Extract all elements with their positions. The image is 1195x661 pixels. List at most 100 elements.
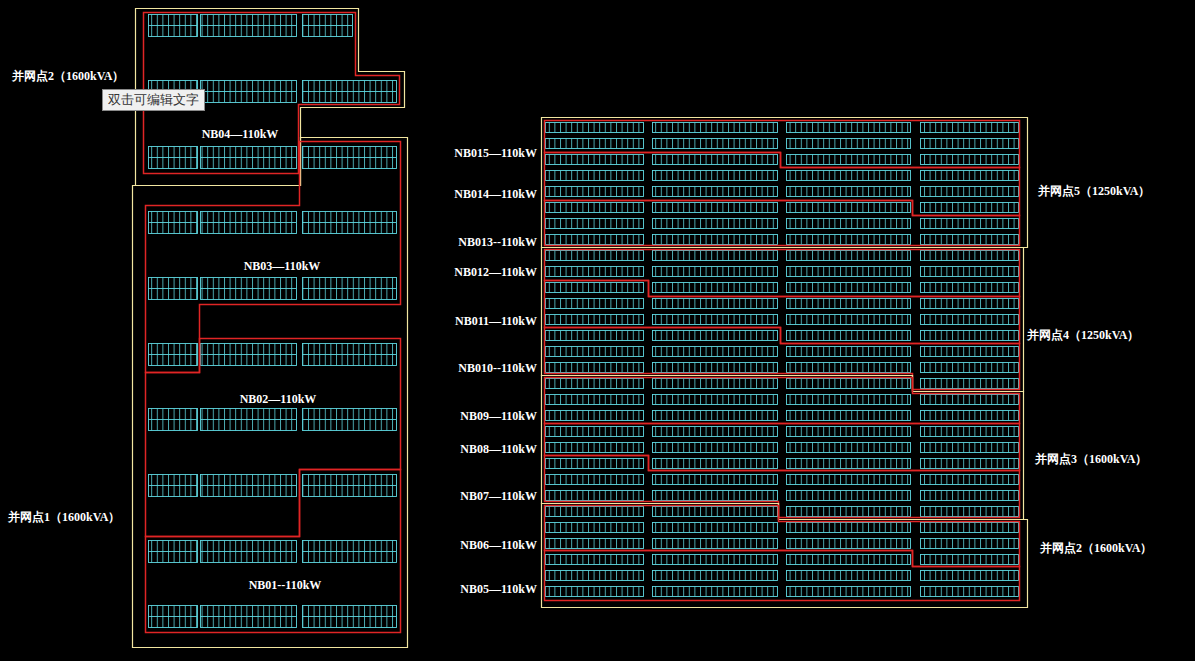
pv-module-row [201, 147, 297, 169]
inverter-label: NB04—110kW [202, 127, 279, 141]
zone-outline [541, 247, 1023, 391]
grid-point-label: 并网点2（1600kVA） [1040, 541, 1152, 555]
pv-module-row [546, 459, 644, 469]
inverter-zone: NB015—110kW [544, 120, 1019, 167]
pv-module-row [787, 491, 911, 501]
inverter-label: NB013--110kW [458, 235, 537, 249]
zone-border [545, 424, 1020, 471]
pv-module-divider [302, 551, 396, 552]
inverter-zone: NB014—110kW [544, 152, 1019, 215]
pv-module-row [303, 409, 397, 431]
zone-border [133, 138, 408, 648]
pv-module-row [653, 507, 778, 517]
pv-module-row [787, 155, 911, 165]
pv-module-row [787, 219, 911, 229]
pv-module-row [921, 443, 1019, 453]
pv-module-row [546, 155, 644, 165]
pv-module-divider [200, 485, 296, 486]
pv-module-row [546, 571, 644, 581]
pv-module-row [149, 15, 198, 37]
pv-module-divider [200, 288, 296, 289]
pv-module-row [921, 299, 1019, 309]
pv-module-row [787, 571, 911, 581]
pv-module-divider [200, 91, 296, 92]
pv-module-row [787, 395, 911, 405]
pv-module-divider [302, 288, 396, 289]
pv-module-row [787, 347, 911, 357]
pv-module-row [787, 475, 911, 485]
pv-module-row [546, 283, 644, 293]
inverter-zone: NB09—110kW [544, 377, 1019, 423]
pv-module-row [149, 147, 198, 169]
pv-module-row [546, 171, 644, 181]
pv-module-row [546, 363, 644, 373]
pv-module-row [787, 443, 911, 453]
pv-module-divider [302, 616, 396, 617]
pv-module-row [787, 411, 911, 421]
grid-point-label: 并网点3（1600kVA） [1035, 452, 1147, 466]
pv-module-row [546, 251, 644, 261]
pv-module-row [653, 475, 778, 485]
pv-module-row [921, 427, 1019, 437]
zone-border [542, 376, 1024, 520]
pv-module-divider [302, 25, 352, 26]
zone-outline [544, 550, 1019, 600]
pv-module-row [653, 171, 778, 181]
inverter-zone: NB013--110kW [544, 200, 1019, 245]
grid-point-label: 并网点4（1250kVA） [1027, 328, 1139, 342]
grid-connection-zone: NB03—110kWNB02—110kWNB01--110kW并网点1（1600… [132, 137, 407, 647]
pv-module-divider [148, 25, 197, 26]
pv-module-row [201, 212, 297, 234]
pv-module-row [787, 331, 911, 341]
zone-border [545, 456, 1020, 518]
pv-module-row [787, 379, 911, 389]
zone-border [545, 250, 1020, 297]
pv-module-divider [148, 354, 197, 355]
pv-module-divider [200, 354, 296, 355]
pv-module-divider [200, 616, 296, 617]
pv-module-divider [302, 157, 396, 158]
grid-point-label: 并网点5（1250kVA） [1038, 184, 1150, 198]
pv-module-row [921, 347, 1019, 357]
pv-module-row [787, 139, 911, 149]
pv-module-row [546, 315, 644, 325]
zone-outline [145, 469, 400, 632]
pv-module-row [303, 15, 353, 37]
pv-module-row [303, 212, 397, 234]
pv-module-row [149, 541, 198, 563]
pv-module-row [653, 491, 778, 501]
pv-module-row [546, 379, 644, 389]
pv-module-row [546, 507, 644, 517]
pv-module-row [653, 235, 778, 245]
pv-module-row [921, 171, 1019, 181]
inverter-zone: NB08—110kW [544, 423, 1019, 470]
pv-module-row [921, 571, 1019, 581]
inverter-zone: NB01--110kW [145, 469, 400, 632]
pv-module-row [653, 539, 778, 549]
pv-module-row [921, 587, 1019, 597]
inverter-zone: NB03—110kW [145, 141, 400, 372]
pv-module-row [787, 427, 911, 437]
zone-border [545, 551, 1020, 601]
inverter-label: NB010--110kW [458, 361, 537, 375]
pv-modules [148, 15, 1019, 628]
pv-module-row [787, 123, 911, 133]
pv-module-row [201, 475, 297, 497]
pv-module-divider [302, 222, 396, 223]
pv-module-row [303, 344, 397, 366]
pv-module-row [303, 541, 397, 563]
pv-module-divider [302, 485, 396, 486]
pv-module-row [921, 459, 1019, 469]
pv-module-divider [200, 157, 296, 158]
grid-point-label: 并网点2（1600kVA） [12, 69, 124, 83]
inverter-label: NB03—110kW [244, 259, 321, 273]
zone-border [545, 328, 1020, 390]
pv-module-row [787, 235, 911, 245]
pv-module-row [303, 147, 397, 169]
pv-module-divider [148, 288, 197, 289]
zone-outline [541, 375, 1023, 519]
inverter-label: NB014—110kW [454, 187, 537, 201]
pv-module-row [787, 315, 911, 325]
pv-module-row [653, 523, 778, 533]
pv-module-row [546, 299, 644, 309]
